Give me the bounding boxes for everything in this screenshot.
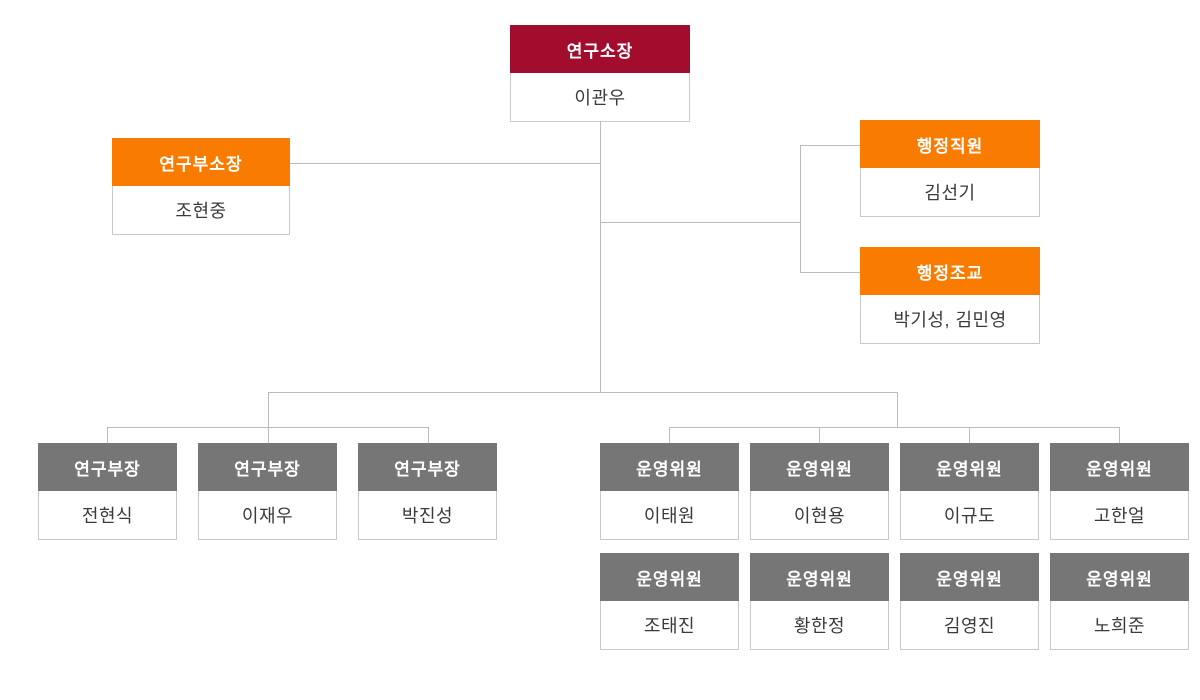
connector-admin-stub-bottom [800,272,860,273]
node-name: 이현용 [750,491,889,540]
node-title: 연구부장 [358,443,497,491]
node-title: 연구부장 [38,443,177,491]
node-name: 박진성 [358,491,497,540]
org-node-committee: 운영위원 이현용 [750,443,889,540]
node-name: 이태원 [600,491,739,540]
org-node-committee: 운영위원 조태진 [600,553,739,650]
org-node-committee: 운영위원 이태원 [600,443,739,540]
org-node-committee: 운영위원 고한얼 [1050,443,1189,540]
connector-deputy [290,163,600,164]
connector-admin-bracket [800,145,801,272]
node-title: 운영위원 [750,443,889,491]
connector-left-group-bar [107,427,428,428]
node-title: 연구소장 [510,25,690,73]
connector-split [268,392,898,393]
node-title: 연구부소장 [112,138,290,186]
org-node-admin-assistant: 행정조교 박기성, 김민영 [860,247,1040,344]
connector-left-group-feed [268,392,269,427]
node-title: 행정직원 [860,120,1040,168]
org-node-dept-head: 연구부장 전현식 [38,443,177,540]
connector-drop [428,427,429,443]
org-node-dept-head: 연구부장 박진성 [358,443,497,540]
node-name: 조현중 [112,186,290,235]
connector-trunk [600,122,601,392]
node-title: 운영위원 [900,443,1039,491]
node-name: 이규도 [900,491,1039,540]
org-node-committee: 운영위원 이규도 [900,443,1039,540]
node-title: 운영위원 [1050,553,1189,601]
node-name: 김선기 [860,168,1040,217]
connector-drop [268,427,269,443]
node-title: 운영위원 [600,443,739,491]
org-node-deputy: 연구부소장 조현중 [112,138,290,235]
org-node-dept-head: 연구부장 이재우 [198,443,337,540]
connector-drop [107,427,108,443]
node-title: 운영위원 [900,553,1039,601]
node-name: 고한얼 [1050,491,1189,540]
node-title: 연구부장 [198,443,337,491]
node-name: 이관우 [510,73,690,122]
node-name: 김영진 [900,601,1039,650]
org-node-committee: 운영위원 노희준 [1050,553,1189,650]
node-name: 이재우 [198,491,337,540]
node-name: 전현식 [38,491,177,540]
connector-admin-stub-top [800,145,860,146]
org-node-committee: 운영위원 황한정 [750,553,889,650]
connector-admin-branch [600,222,800,223]
connector-right-group-feed [897,392,898,427]
node-name: 황한정 [750,601,889,650]
node-title: 운영위원 [600,553,739,601]
node-name: 조태진 [600,601,739,650]
node-title: 운영위원 [1050,443,1189,491]
connector-right-group-bar [669,427,1119,428]
connector-drop [669,427,670,443]
connector-drop [1119,427,1120,443]
connector-drop [819,427,820,443]
node-title: 운영위원 [750,553,889,601]
node-name: 노희준 [1050,601,1189,650]
org-node-admin-staff: 행정직원 김선기 [860,120,1040,217]
connector-drop [969,427,970,443]
node-title: 행정조교 [860,247,1040,295]
org-node-director: 연구소장 이관우 [510,25,690,122]
node-name: 박기성, 김민영 [860,295,1040,344]
org-node-committee: 운영위원 김영진 [900,553,1039,650]
